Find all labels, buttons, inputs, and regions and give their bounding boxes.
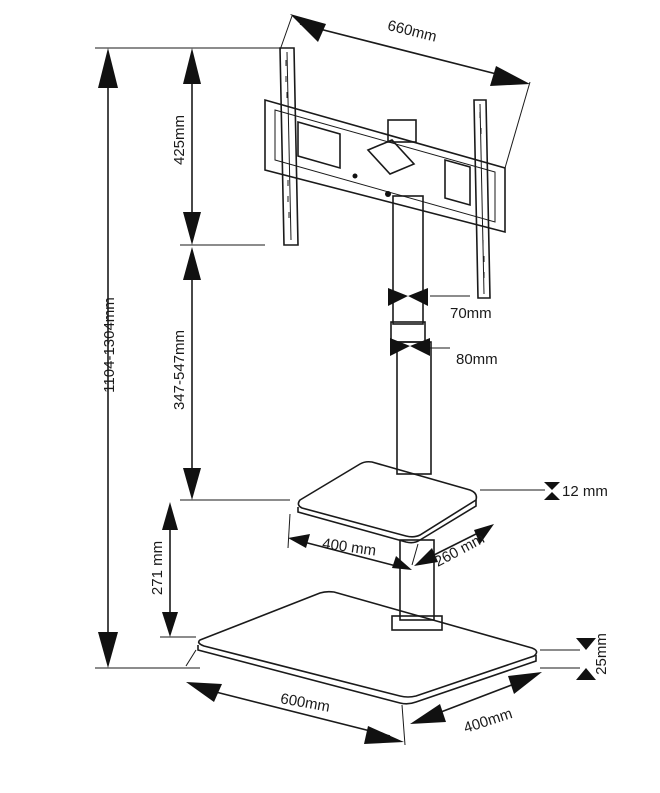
base-depth-label: 400mm <box>462 705 515 737</box>
dimension-lines <box>98 14 596 744</box>
base-thickness-label: 25mm <box>593 633 610 675</box>
bracket-height-label: 425mm <box>171 115 188 165</box>
column-lower-label: 80mm <box>456 351 498 368</box>
base-width-label: 600mm <box>279 690 331 715</box>
shelf-thickness-label: 12 mm <box>562 483 608 500</box>
glass-shelf <box>297 460 478 544</box>
shelf-depth-label: 260 mm <box>432 530 488 570</box>
bracket-width-label: 660mm <box>386 17 439 46</box>
column-adjust-label: 347-547mm <box>171 330 188 410</box>
total-height-label: 1104-1304mm <box>101 297 118 393</box>
base-plate <box>197 590 538 705</box>
shelf-height-label: 271 mm <box>149 541 166 595</box>
tv-mount-bracket <box>264 47 506 299</box>
extension-lines <box>95 15 580 746</box>
column-upper-label: 70mm <box>450 305 492 322</box>
shelf-width-label: 400 mm <box>321 535 377 559</box>
